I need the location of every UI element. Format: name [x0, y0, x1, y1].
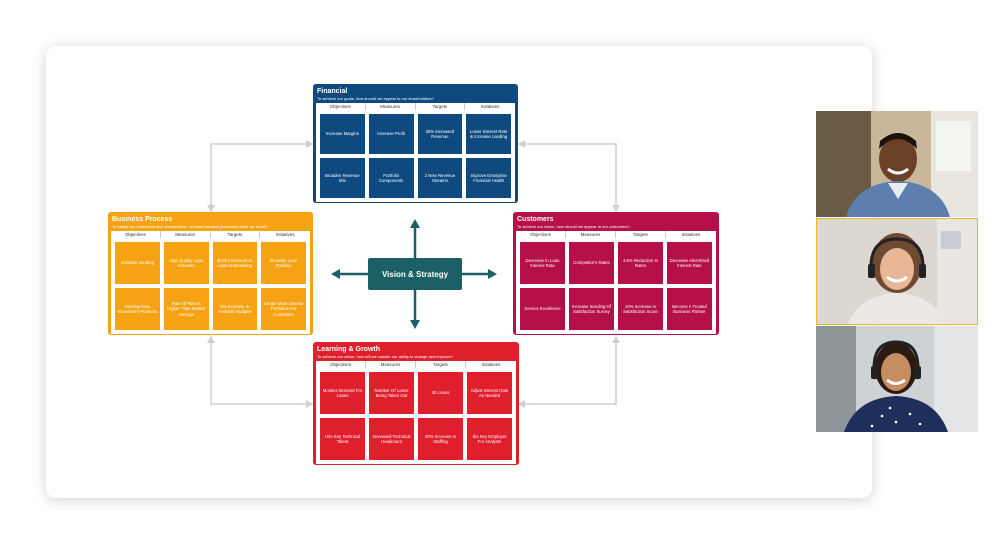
cell: Six Key Employer For Analysts	[467, 418, 512, 460]
cell: Increase Profit	[368, 114, 414, 154]
column-headers: Objectives Measures Targets Initiatives	[316, 103, 515, 110]
connector-financial-customers	[518, 143, 617, 212]
header-targets: Targets	[416, 361, 466, 368]
participant-2-avatar	[817, 219, 977, 324]
header-measures: Measures	[366, 361, 416, 368]
connector-arrowhead	[306, 400, 313, 408]
cell: Broaden Revenue Mix	[320, 158, 365, 198]
arrow-left-head	[331, 269, 340, 279]
connector-arrowhead	[518, 140, 525, 148]
cell: Increase Sending Of Satisfaction Survey	[569, 288, 614, 330]
panel-subtitle: To achieve our vision, how will we susta…	[317, 354, 453, 359]
cell-grid: Increase Margins Increase Profit 30% Inc…	[316, 110, 515, 202]
header-initiatives: Initiatives	[275, 232, 295, 237]
connector-arrowhead	[306, 140, 313, 148]
connector-arrowhead	[518, 400, 525, 408]
cell: High Quality Loan Amounts	[163, 242, 209, 284]
arrow-down-head	[410, 320, 420, 329]
cell: Rate Of Return Higher Than Market Averag…	[163, 288, 209, 330]
vision-strategy-node: Vision & Strategy	[368, 258, 462, 290]
header-measures: Measures	[566, 231, 616, 238]
panel-title: Customers	[517, 216, 554, 223]
header-objectives: Objectives	[516, 231, 566, 238]
customers-panel: Customers To achieve our vision, how sho…	[513, 212, 719, 335]
business-process-panel: Business Process To satisfy our customer…	[108, 212, 313, 335]
header-measures: Measures	[366, 103, 416, 110]
cell: Service Excellence	[520, 288, 565, 330]
header-initiatives: Initiatives	[480, 104, 500, 109]
video-tile-participant-3[interactable]	[816, 326, 978, 432]
header-objectives: Objectives	[316, 103, 366, 110]
panel-subtitle: To achieve our vision, how should we app…	[517, 224, 630, 229]
participant-1-avatar	[816, 111, 978, 217]
connector-arrowhead	[612, 205, 620, 212]
cell: Create More Diverse Portfolios For Custo…	[261, 288, 306, 330]
cell: Portfolio Components	[368, 158, 414, 198]
cell: Increase Lending	[115, 242, 160, 284]
cell-grid: Increase Lending High Quality Loan Amoun…	[111, 238, 310, 334]
cell: 4.5% Reduction In Rates	[618, 242, 663, 284]
cell: 30% Increased Revenue	[417, 114, 463, 154]
cell: Develop New Investment Products	[115, 288, 160, 330]
participant-3-avatar	[816, 326, 978, 432]
cell: Increased Technical Headcount	[369, 418, 414, 460]
panel-subtitle: To achieve our goals, how should we appe…	[317, 96, 434, 101]
header-targets: Targets	[416, 103, 466, 110]
cell: 10% Increase In Satisfaction Score	[618, 288, 663, 330]
header-measures: Measures	[161, 231, 211, 238]
panel-title: Business Process	[112, 216, 173, 223]
cell: Adjust Interest Rate As Needed	[467, 372, 512, 414]
panel-title: Financial	[317, 88, 348, 95]
cell: Lower Interest Rate & Increase Landing	[466, 114, 511, 154]
cell: Become A Trusted Business Partner	[667, 288, 712, 330]
connector-arrowhead	[207, 336, 215, 343]
cell: 5% Increase In Analysts' Budgets	[212, 288, 258, 330]
connector-arrowhead	[207, 205, 215, 212]
header-targets: Targets	[211, 231, 261, 238]
cell: Improve Enterprise Financial Health	[466, 158, 511, 198]
cell-grid: Monitor Demand For Loans Number Of Loans…	[316, 368, 516, 464]
cell: 40 Loans	[418, 372, 463, 414]
header-objectives: Objectives	[316, 361, 366, 368]
arrow-right-head	[488, 269, 497, 279]
cell: 20% Increase In Staffing	[418, 418, 463, 460]
panel-title: Learning & Growth	[317, 346, 380, 353]
cell: $10k Increment In Loan Underwriting	[212, 242, 258, 284]
column-headers: Objectives Measures Targets Initiatives	[316, 361, 516, 368]
cell: Hire Key Technical Talent	[320, 418, 365, 460]
header-objectives: Objectives	[111, 231, 161, 238]
header-targets: Targets	[616, 231, 666, 238]
cell: Monitor Demand For Loans	[320, 372, 365, 414]
cell: Broaden Loan Portfolio	[261, 242, 306, 284]
cell: Competitor's Rates	[569, 242, 614, 284]
cell: Number Of Loans Being Taken Out	[369, 372, 414, 414]
cell: Decrease In Loan Interest Rate	[520, 242, 565, 284]
header-initiatives: Initiatives	[481, 362, 501, 367]
panel-subtitle: To satisfy our customers and shareholder…	[112, 224, 268, 229]
header-initiatives: Initiatives	[681, 232, 701, 237]
connector-arrowhead	[612, 336, 620, 343]
connector-business-learning	[210, 336, 313, 405]
cell: 2 New Revenue Streams	[417, 158, 463, 198]
learning-growth-panel: Learning & Growth To achieve our vision,…	[313, 342, 519, 465]
cell: Decrease Advertised Interest Rate	[667, 242, 712, 284]
cell: Increase Margins	[320, 114, 365, 154]
video-tile-participant-2-active[interactable]	[816, 218, 978, 325]
financial-panel: Financial To achieve our goals, how shou…	[313, 84, 518, 203]
arrow-up-head	[410, 219, 420, 228]
video-tile-participant-1[interactable]	[816, 111, 978, 217]
connector-customers-learning	[518, 336, 617, 405]
connector-financial-business	[210, 143, 313, 212]
column-headers: Objectives Measures Targets Initiatives	[516, 231, 716, 238]
column-headers: Objectives Measures Targets Initiatives	[111, 231, 310, 238]
cell-grid: Decrease In Loan Interest Rate Competito…	[516, 238, 716, 334]
